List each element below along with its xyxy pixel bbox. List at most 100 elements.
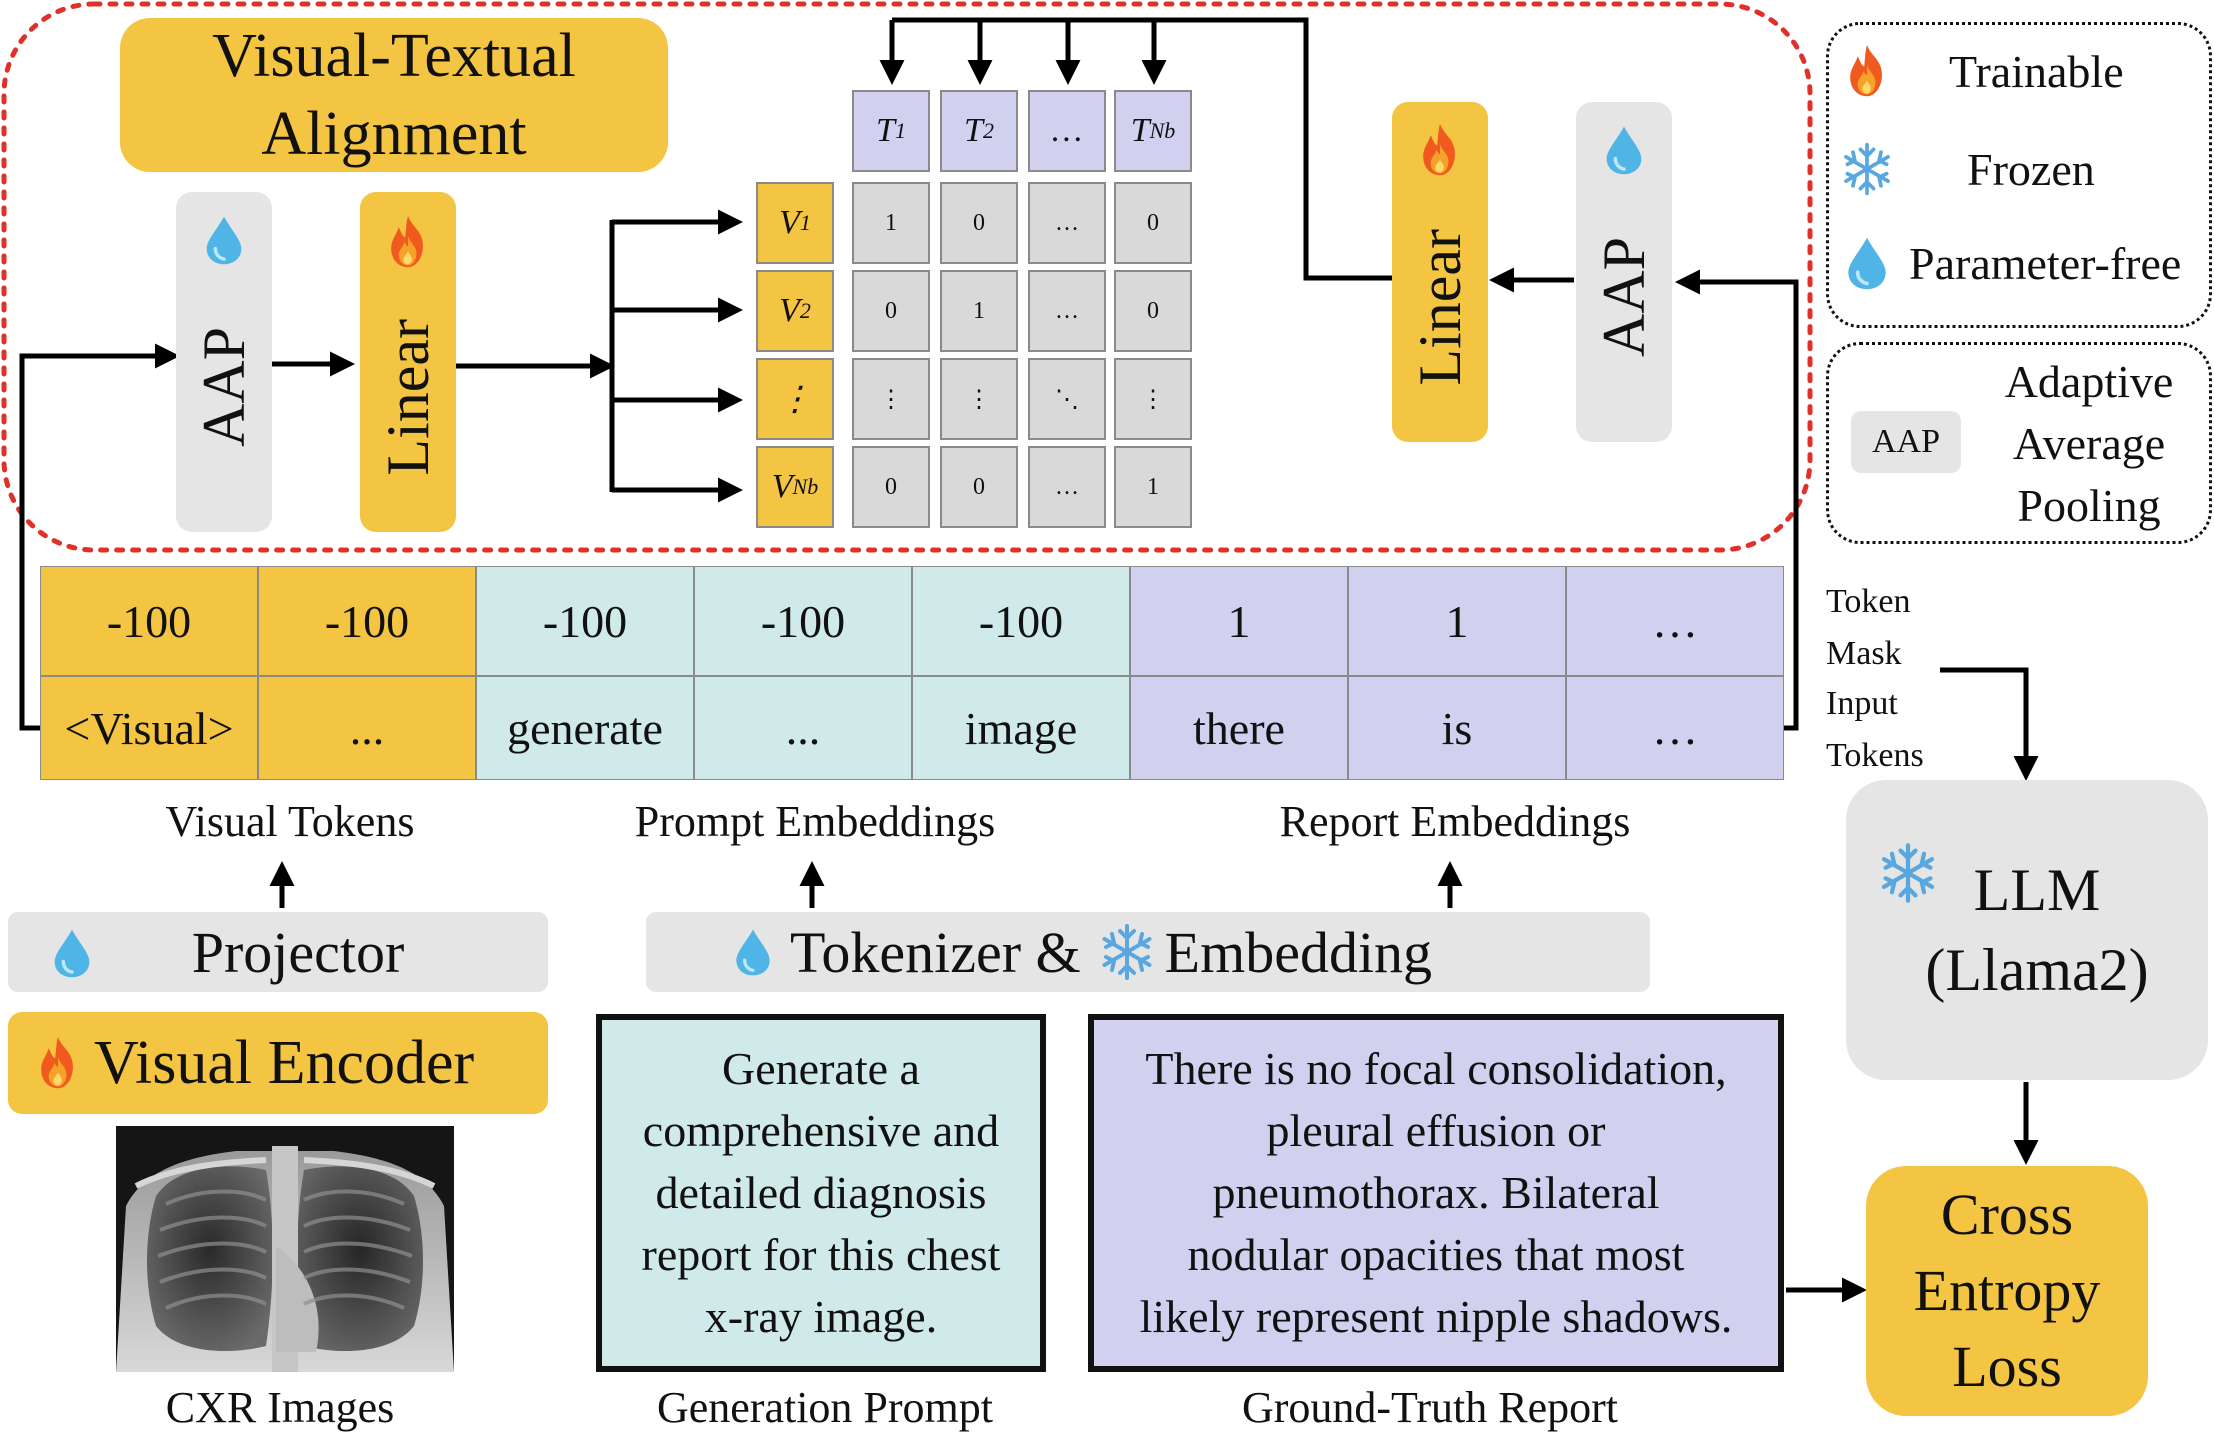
matrix-cell: ⋮	[852, 358, 930, 440]
projector-label: Projector	[191, 919, 405, 985]
llm-model: (Llama2)	[1925, 937, 2149, 1003]
matrix-cell: 0	[852, 446, 930, 528]
loss-line: Loss	[1952, 1334, 2062, 1399]
matrix-cell: 0	[1114, 270, 1192, 352]
generation-prompt-text: Generate a comprehensive and detailed di…	[642, 1038, 1001, 1348]
water-drop-icon	[1839, 235, 1895, 291]
linear-left-label: Linear	[374, 318, 441, 476]
legend-trainable-label: Trainable	[1949, 45, 2124, 97]
legend-frozen-label: Frozen	[1967, 143, 2095, 195]
report-line: pneumothorax. Bilateral	[1212, 1167, 1660, 1218]
fire-icon	[1839, 43, 1895, 99]
matrix-col-header: …	[1028, 90, 1106, 172]
legend-parameter-free-label: Parameter-free	[1909, 237, 2182, 289]
aap-description-line: Adaptive	[2004, 356, 2174, 407]
matrix-cell: ⋮	[1114, 358, 1192, 440]
report-line: pleural effusion or	[1266, 1105, 1606, 1156]
matrix-cell: ⋱	[1028, 358, 1106, 440]
matrix-cell: 1	[852, 182, 930, 264]
matrix-cell: …	[1028, 270, 1106, 352]
loss-line: Cross	[1940, 1182, 2074, 1247]
token-side-labels: Token Mask Input Tokens	[1826, 576, 1956, 782]
input-token-cell: image	[912, 676, 1130, 780]
input-token-cell: there	[1130, 676, 1348, 780]
fire-icon	[1412, 116, 1468, 184]
aap-description-line: Pooling	[2017, 480, 2161, 531]
report-line: nodular opacities that most	[1187, 1229, 1685, 1280]
mask-label: Mask	[1826, 635, 1902, 672]
tokenizer-embedding-block: Tokenizer & Embedding	[646, 912, 1650, 992]
caption-report-embeddings: Report Embeddings	[1279, 797, 1631, 846]
snowflake-icon	[1839, 141, 1895, 197]
snowflake-icon	[1097, 921, 1157, 983]
report-line: likely represent nipple shadows.	[1139, 1291, 1733, 1342]
tokens-label: Tokens	[1826, 737, 1924, 774]
fire-icon	[30, 1028, 86, 1098]
token-mask-cell: -100	[476, 566, 694, 676]
ground-truth-report-box: There is no focal consolidation, pleural…	[1088, 1014, 1784, 1372]
water-drop-icon	[198, 208, 250, 272]
loss-block: Cross Entropy Loss	[1866, 1166, 2148, 1416]
alignment-title: Visual-Textual Alignment	[212, 22, 576, 168]
input-label: Input	[1826, 685, 1898, 722]
input-token-cell: …	[1566, 676, 1784, 780]
fire-icon	[380, 208, 436, 276]
token-mask-cell: 1	[1348, 566, 1566, 676]
water-drop-icon	[1598, 118, 1650, 182]
matrix-cell: 0	[940, 446, 1018, 528]
matrix-cell: 0	[940, 182, 1018, 264]
water-drop-icon	[46, 924, 98, 982]
prompt-line: comprehensive and	[642, 1105, 1000, 1156]
prompt-line: report for this chest	[641, 1229, 1001, 1280]
chest-xray-image	[116, 1126, 454, 1372]
token-mask-cell: -100	[258, 566, 476, 676]
token-mask-cell: -100	[912, 566, 1130, 676]
caption-cxr-images: CXR Images	[165, 1383, 395, 1432]
caption-visual-tokens: Visual Tokens	[165, 797, 415, 846]
aap-left-label: AAP	[190, 326, 257, 448]
linear-right-block: Linear	[1392, 102, 1488, 442]
input-token-cell: generate	[476, 676, 694, 780]
ground-truth-report-text: There is no focal consolidation, pleural…	[1140, 1038, 1733, 1348]
visual-encoder-block: Visual Encoder	[8, 1012, 548, 1114]
water-drop-icon	[728, 923, 778, 981]
tokenizer-label: Tokenizer &	[790, 919, 1081, 985]
token-mask-cell: 1	[1130, 566, 1348, 676]
embedding-label: Embedding	[1164, 919, 1433, 985]
visual-encoder-label: Visual Encoder	[94, 1028, 475, 1097]
llm-block: LLM (Llama2)	[1846, 780, 2208, 1080]
matrix-cell: 1	[1114, 446, 1192, 528]
caption-generation-prompt: Generation Prompt	[656, 1383, 994, 1432]
legend-frozen: Frozen	[1839, 141, 2095, 197]
aap-description: Adaptive Average Pooling	[1979, 351, 2199, 537]
legend-icons: Trainable Frozen Parameter-free	[1826, 22, 2212, 328]
matrix-cell: 0	[1114, 182, 1192, 264]
generation-prompt-box: Generate a comprehensive and detailed di…	[596, 1014, 1046, 1372]
aap-badge-label: AAP	[1871, 423, 1941, 460]
matrix-cell: 1	[940, 270, 1018, 352]
matrix-cell: 0	[852, 270, 930, 352]
legend-aap: AAP Adaptive Average Pooling	[1826, 342, 2212, 544]
matrix-cell: …	[1028, 446, 1106, 528]
input-token-cell: ...	[258, 676, 476, 780]
token-mask-cell: -100	[40, 566, 258, 676]
aap-badge: AAP	[1851, 411, 1961, 473]
legend-trainable: Trainable	[1839, 43, 2124, 99]
report-line: There is no focal consolidation,	[1145, 1043, 1727, 1094]
alignment-title-box: Visual-Textual Alignment	[120, 18, 668, 172]
caption-prompt-embeddings: Prompt Embeddings	[634, 797, 996, 846]
caption-ground-truth-report: Ground-Truth Report	[1241, 1383, 1619, 1432]
input-token-cell: ...	[694, 676, 912, 780]
prompt-line: x-ray image.	[704, 1291, 938, 1342]
prompt-line: Generate a	[722, 1043, 920, 1094]
prompt-line: detailed diagnosis	[655, 1167, 987, 1218]
snowflake-icon	[1876, 840, 1940, 906]
token-mask-cell: …	[1566, 566, 1784, 676]
loss-line: Entropy	[1913, 1258, 2101, 1323]
llm-label: LLM (Llama2)	[1925, 850, 2148, 1010]
